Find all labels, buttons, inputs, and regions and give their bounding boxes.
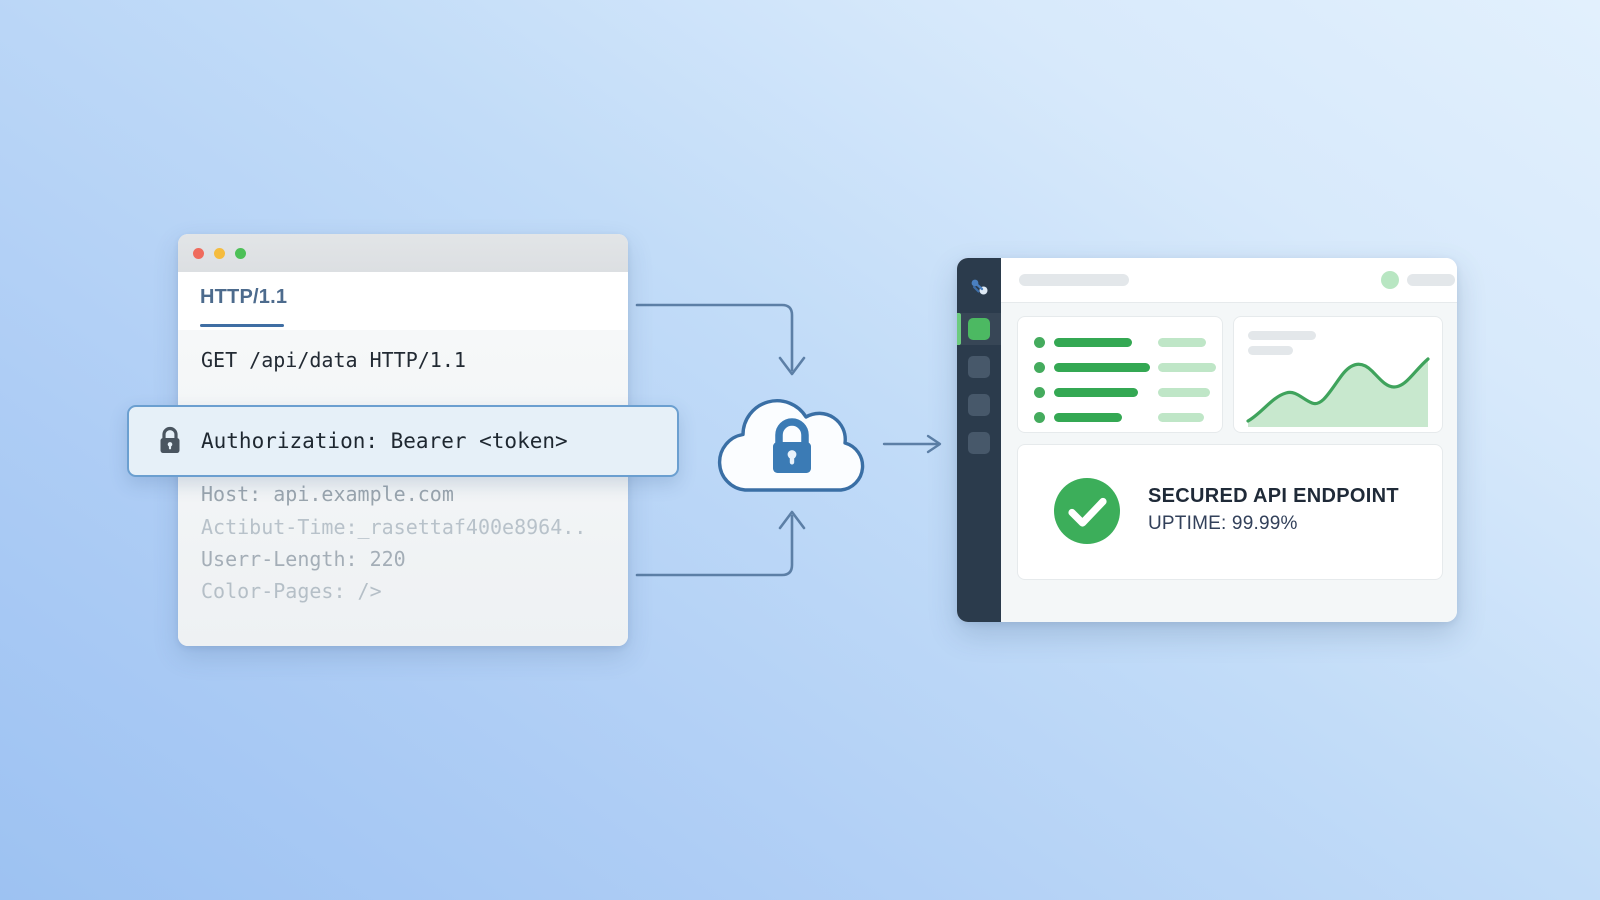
- list-item-value: [1158, 338, 1206, 347]
- authorization-callout[interactable]: Authorization: Bearer <token>: [127, 405, 679, 477]
- header-line-host: Host: api.example.com: [201, 482, 454, 506]
- sidebar-item-dashboard[interactable]: [968, 318, 990, 340]
- request-down-arrowhead: [778, 356, 806, 376]
- list-item-value: [1158, 388, 1210, 397]
- response-up-arrowhead: [778, 510, 806, 530]
- chart-title-placeholder: [1248, 331, 1316, 340]
- header-line-4: Color-Pages: />: [201, 579, 382, 603]
- dashboard-window: SECURED API ENDPOINT UPTIME: 99.99%: [957, 258, 1457, 622]
- zoom-icon[interactable]: [235, 248, 246, 259]
- endpoint-list-card: [1017, 316, 1223, 433]
- response-up-arrow: [635, 514, 794, 577]
- close-icon[interactable]: [193, 248, 204, 259]
- cloud-lock-icon: [717, 399, 865, 492]
- status-dot-icon: [1034, 337, 1045, 348]
- header-action-placeholder[interactable]: [1407, 274, 1455, 286]
- sidebar-item-profile[interactable]: [968, 432, 990, 454]
- dashboard-main: SECURED API ENDPOINT UPTIME: 99.99%: [1001, 258, 1457, 622]
- lock-icon: [160, 426, 180, 453]
- status-badge: [1381, 271, 1399, 289]
- minimize-icon[interactable]: [214, 248, 225, 259]
- tab-http-version[interactable]: HTTP/1.1: [200, 286, 288, 308]
- status-dot-icon: [1034, 387, 1045, 398]
- area-chart: [1246, 357, 1430, 427]
- tab-active-underline: [200, 324, 284, 327]
- list-item-value: [1158, 363, 1216, 372]
- list-item-label: [1054, 363, 1150, 372]
- header-line-3: Userr-Length: 220: [201, 547, 406, 571]
- list-item-value: [1158, 413, 1204, 422]
- list-item-label: [1054, 388, 1138, 397]
- status-card-uptime: UPTIME: 99.99%: [1148, 513, 1298, 534]
- secure-cloud: [703, 386, 881, 504]
- list-item-label: [1054, 413, 1122, 422]
- app-logo-icon: [971, 279, 988, 295]
- status-dot-icon: [1034, 362, 1045, 373]
- dashboard-sidebar: [957, 258, 1001, 622]
- area-chart-fill: [1248, 359, 1428, 427]
- header-title-placeholder: [1019, 274, 1129, 286]
- chart-subtitle-placeholder: [1248, 346, 1293, 355]
- secured-endpoint-card: SECURED API ENDPOINT UPTIME: 99.99%: [1017, 444, 1443, 580]
- tab-strip: HTTP/1.1: [178, 272, 628, 331]
- header-line-2: Actibut-Time:_rasettaf400e8964..: [201, 515, 587, 539]
- request-down-arrow: [635, 303, 794, 372]
- traffic-chart-card: [1233, 316, 1443, 433]
- status-card-title: SECURED API ENDPOINT: [1148, 485, 1399, 507]
- list-item-label: [1054, 338, 1132, 347]
- request-line: GET /api/data HTTP/1.1: [201, 348, 466, 372]
- cloud-to-dashboard-arrowhead: [926, 434, 942, 454]
- code-body: GET /api/data HTTP/1.1 Host: api.example…: [178, 330, 628, 646]
- sidebar-item-settings[interactable]: [968, 394, 990, 416]
- authorization-header-text: Authorization: Bearer <token>: [201, 429, 568, 453]
- nav-active-accent: [957, 313, 961, 345]
- cloud-padlock-icon: [773, 418, 811, 473]
- check-circle-icon: [1054, 478, 1120, 544]
- sidebar-item-analytics[interactable]: [968, 356, 990, 378]
- area-chart-line: [1246, 357, 1430, 423]
- window-titlebar: [178, 234, 628, 273]
- status-dot-icon: [1034, 412, 1045, 423]
- dashboard-header: [1001, 258, 1457, 303]
